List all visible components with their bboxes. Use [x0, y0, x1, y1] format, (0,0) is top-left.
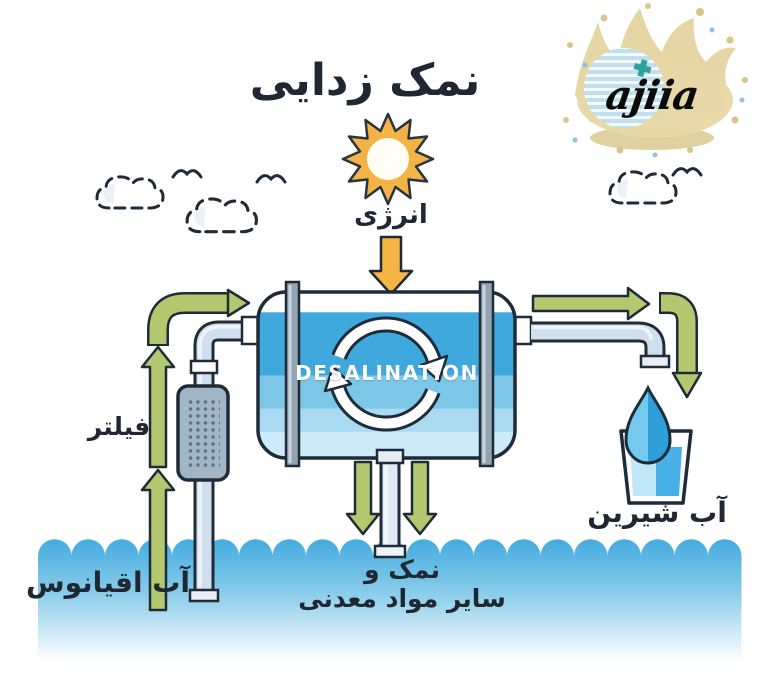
- water-droplet-icon: [624, 384, 672, 465]
- brand-logo-text: ajiia: [602, 72, 702, 119]
- minerals-label-line2: سایر مواد معدنی: [298, 583, 506, 613]
- flow-arrow-icon: [147, 288, 703, 399]
- flow-arrow-icon: [140, 286, 651, 612]
- pipe-icon: [188, 478, 220, 603]
- filter-icon: [176, 384, 230, 482]
- pipe-icon: [189, 320, 246, 390]
- fresh-water-label: آب شیرین: [587, 496, 727, 529]
- energy-label: انرژی: [354, 200, 428, 230]
- desalination-label: DESALINATION: [295, 361, 479, 385]
- minerals-label: نمک و سایر مواد معدنی: [298, 555, 506, 614]
- filter-label: فیلتر: [87, 412, 151, 441]
- energy-arrow-icon: [368, 235, 414, 296]
- ocean-water-label: آب اقیانوس: [25, 566, 191, 599]
- sun-icon: [341, 112, 435, 206]
- tank-support-icon: [284, 280, 495, 468]
- recycle-arrows-icon: [323, 316, 449, 432]
- page-title: نمک زدایی: [249, 55, 481, 106]
- faucet-icon: [531, 321, 671, 369]
- pipe-icon: [373, 448, 407, 559]
- brand-logo: [563, 3, 748, 158]
- minerals-label-line1: نمک و: [364, 555, 440, 584]
